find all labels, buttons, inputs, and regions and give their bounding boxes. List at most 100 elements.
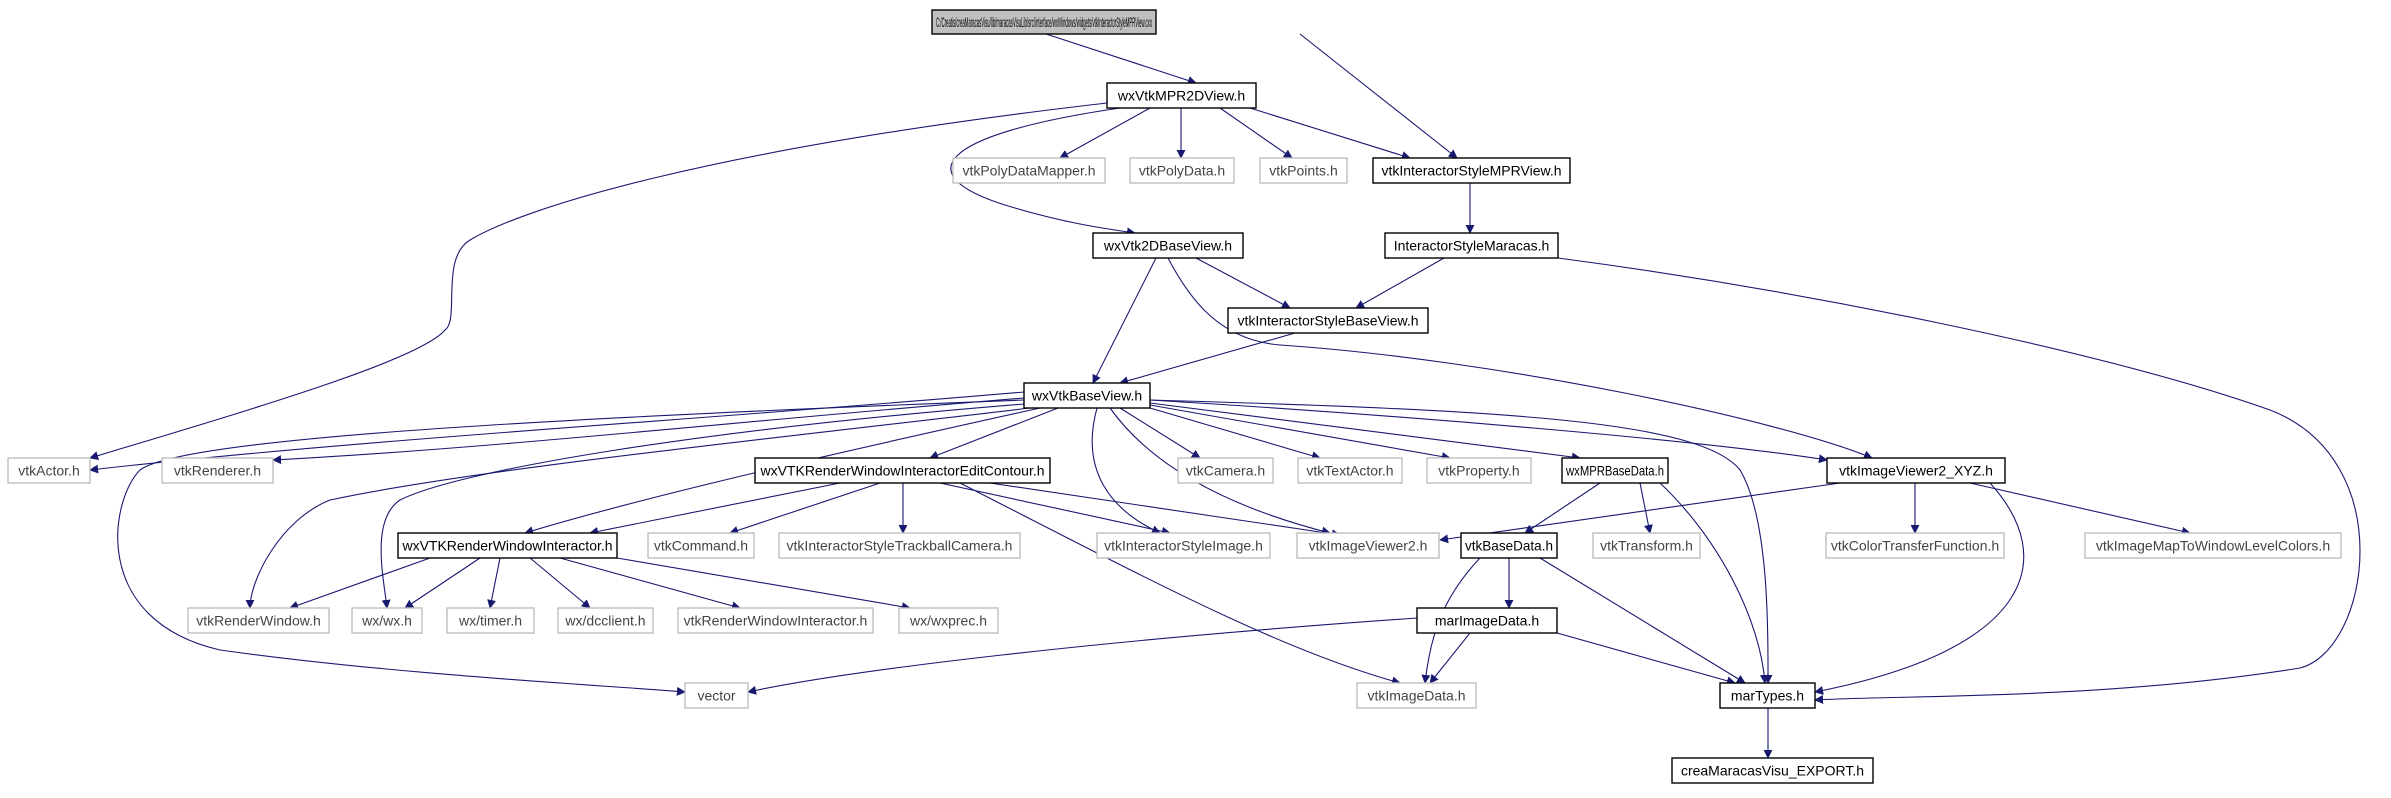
node-timer[interactable]: wx/timer.h — [446, 607, 535, 634]
edge-rwi-to-wxprec — [616, 557, 911, 612]
edge-mpr2d-to-polymapper — [1059, 107, 1151, 159]
node-box — [1426, 457, 1532, 484]
node-box — [1177, 457, 1274, 484]
node-label: vtkTextActor.h — [1306, 463, 1393, 479]
node-box — [1384, 232, 1559, 259]
node-label: wxVtkBaseView.h — [1031, 388, 1142, 404]
edge-editContour-to-rwi — [589, 482, 841, 536]
edge-baseview-to-camera — [1119, 407, 1201, 459]
edge-root-to-isMPR — [1299, 33, 1458, 159]
node-label: vtkColorTransferFunction.h — [1831, 538, 1999, 554]
node-vtk2d[interactable]: wxVtk2DBaseView.h — [1092, 232, 1244, 259]
node-vtkimagedata[interactable]: vtkImageData.h — [1356, 682, 1477, 709]
node-martypes[interactable]: marTypes.h — [1719, 682, 1816, 709]
node-label: wx/wxprec.h — [909, 613, 987, 629]
node-trackball[interactable]: vtkInteractorStyleTrackballCamera.h — [778, 532, 1021, 559]
node-label: vtkRenderWindowInteractor.h — [684, 613, 868, 629]
node-box — [677, 607, 874, 634]
node-ctf[interactable]: vtkColorTransferFunction.h — [1825, 532, 2005, 559]
edge-marimage-to-vector — [747, 617, 1418, 695]
node-polydata[interactable]: vtkPolyData.h — [1129, 157, 1235, 184]
node-isMaracas[interactable]: InteractorStyleMaracas.h — [1384, 232, 1559, 259]
node-textactor[interactable]: vtkTextActor.h — [1297, 457, 1403, 484]
node-marimage[interactable]: marImageData.h — [1416, 607, 1558, 634]
node-label: marTypes.h — [1731, 688, 1804, 704]
node-label: C:/Creatis/creaMaracasVisu/lib/maracasVi… — [936, 14, 1152, 30]
node-isImage[interactable]: vtkInteractorStyleImage.h — [1096, 532, 1271, 559]
node-label: wxMPRBaseData.h — [1565, 463, 1664, 479]
node-box — [1259, 157, 1348, 184]
node-property[interactable]: vtkProperty.h — [1426, 457, 1532, 484]
node-box — [1356, 682, 1477, 709]
edge-viewerXYZ-to-viewer2 — [1439, 482, 1841, 544]
node-label: creaMaracasVisu_EXPORT.h — [1681, 763, 1864, 779]
edge-marimage-to-martypes — [1556, 632, 1736, 686]
edge-baseview-to-editContour — [929, 407, 1059, 460]
node-actor[interactable]: vtkActor.h — [7, 457, 91, 484]
node-isBase[interactable]: vtkInteractorStyleBaseView.h — [1227, 307, 1429, 334]
edge-vtk2d-to-baseview — [1092, 257, 1157, 384]
node-wxprec[interactable]: wx/wxprec.h — [898, 607, 999, 634]
node-box — [161, 457, 274, 484]
node-polymapper[interactable]: vtkPolyDataMapper.h — [952, 157, 1106, 184]
edge-baseview-to-property — [1149, 404, 1451, 462]
edge-basedata-to-martypes — [1539, 557, 1746, 684]
edge-mprbase-to-martypes — [1659, 482, 1769, 684]
edge-editContour-to-command — [729, 482, 881, 535]
node-box — [1227, 307, 1429, 334]
node-label: vector — [697, 688, 735, 704]
node-editContour[interactable]: wxVTKRenderWindowInteractorEditContour.h — [754, 457, 1051, 484]
node-viewer2[interactable]: vtkImageViewer2.h — [1296, 532, 1440, 559]
node-box — [952, 157, 1106, 184]
node-label: vtkProperty.h — [1438, 463, 1519, 479]
node-label: vtkImageViewer2.h — [1309, 538, 1428, 554]
node-baseview[interactable]: wxVtkBaseView.h — [1023, 382, 1151, 409]
node-camera[interactable]: vtkCamera.h — [1177, 457, 1274, 484]
node-label: vtkRenderer.h — [174, 463, 261, 479]
node-vector[interactable]: vector — [684, 682, 749, 709]
node-box — [898, 607, 999, 634]
node-label: vtkActor.h — [18, 463, 79, 479]
node-command[interactable]: vtkCommand.h — [647, 532, 755, 559]
edge-vtk2d-to-isBase — [1195, 257, 1291, 309]
edge-mpr2d-to-vtk2d — [950, 107, 1136, 237]
node-box — [1671, 757, 1874, 784]
edge-viewerXYZ-to-maptowl — [1969, 482, 2191, 536]
node-points[interactable]: vtkPoints.h — [1259, 157, 1348, 184]
node-renwin[interactable]: vtkRenderWindow.h — [187, 607, 330, 634]
node-transform[interactable]: vtkTransform.h — [1592, 532, 1701, 559]
node-maptowl[interactable]: vtkImageMapToWindowLevelColors.h — [2084, 532, 2342, 559]
node-export[interactable]: creaMaracasVisu_EXPORT.h — [1671, 757, 1874, 784]
node-box — [1826, 457, 2006, 484]
node-vtkrwi[interactable]: vtkRenderWindowInteractor.h — [677, 607, 874, 634]
node-box — [446, 607, 535, 634]
node-box — [684, 682, 749, 709]
node-mpr2d[interactable]: wxVtkMPR2DView.h — [1106, 82, 1257, 109]
edge-mprbase-to-basedata — [1524, 482, 1601, 534]
node-renderer[interactable]: vtkRenderer.h — [161, 457, 274, 484]
node-box — [1719, 682, 1816, 709]
edge-baseview-to-textactor — [1149, 407, 1321, 461]
edges-layer — [89, 33, 2361, 759]
node-box — [187, 607, 330, 634]
edge-rwi-to-wx — [404, 557, 481, 609]
node-dcclient[interactable]: wx/dcclient.h — [557, 607, 654, 634]
node-mprbase[interactable]: wxMPRBaseData.h — [1561, 457, 1669, 484]
node-label: wxVtk2DBaseView.h — [1103, 238, 1232, 254]
node-viewerXYZ[interactable]: vtkImageViewer2_XYZ.h — [1826, 457, 2006, 484]
node-basedata[interactable]: vtkBaseData.h — [1460, 532, 1558, 559]
edge-baseview-to-mprbase — [1149, 402, 1581, 462]
node-label: wxVTKRenderWindowInteractorEditContour.h — [759, 463, 1044, 479]
edge-mpr2d-to-actor — [89, 102, 1108, 460]
edge-isBase-to-baseview — [1119, 332, 1296, 386]
node-isMPR[interactable]: vtkInteractorStyleMPRView.h — [1372, 157, 1571, 184]
edge-rwi-to-timer — [487, 557, 501, 609]
node-root[interactable]: C:/Creatis/creaMaracasVisu/lib/maracasVi… — [931, 9, 1157, 35]
node-wx[interactable]: wx/wx.h — [351, 607, 423, 634]
node-rwi[interactable]: wxVTKRenderWindowInteractor.h — [397, 532, 618, 559]
node-label: InteractorStyleMaracas.h — [1394, 238, 1550, 254]
node-label: vtkInteractorStyleMPRView.h — [1381, 163, 1561, 179]
edge-isMaracas-to-isBase — [1355, 257, 1445, 309]
node-box — [1023, 382, 1151, 409]
edge-baseview-to-vector — [117, 399, 1025, 696]
